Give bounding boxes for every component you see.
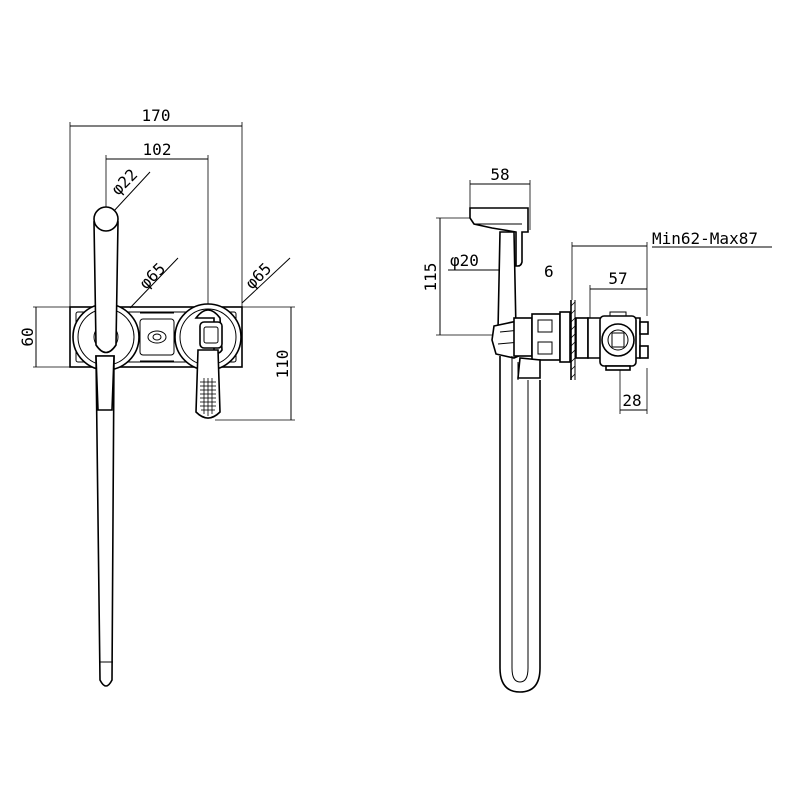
dim-58: 58 [490,165,509,184]
dim-min62-max87: Min62-Max87 [652,229,758,248]
dim-6: 6 [544,262,554,281]
dim-57: 57 [608,269,627,288]
lever-grip-lines [200,378,216,416]
wall-hatch [570,301,576,379]
dim-102: 102 [143,140,172,159]
dim-170: 170 [142,106,171,125]
front-view: 170 102 φ22 φ65 φ65 60 110 [18,106,295,687]
dim-dia-22: φ22 [107,165,141,199]
dim-60: 60 [18,327,37,346]
dim-28: 28 [622,391,641,410]
side-view: 58 115 φ20 6 Min62-Max87 57 28 [421,165,772,693]
dim-110: 110 [273,350,292,379]
dim-dia-65-left: φ65 [135,259,169,293]
dim-115: 115 [421,263,440,292]
dim-dia-20: φ20 [450,251,479,270]
dim-dia-65-right: φ65 [241,259,275,293]
